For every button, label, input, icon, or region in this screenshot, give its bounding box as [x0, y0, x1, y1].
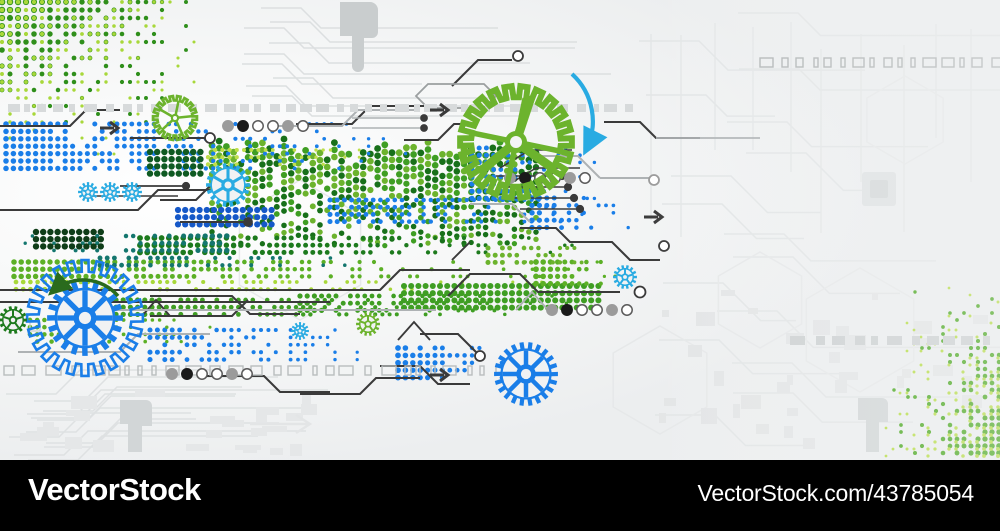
rotation-arc-group [48, 72, 608, 298]
circuit-node [474, 350, 486, 362]
circuit-trace [515, 290, 549, 311]
background-chip [143, 389, 165, 397]
cyan-gear-tiny-d [291, 322, 309, 340]
pixel-marker-row [8, 104, 633, 112]
circuit-trace [536, 155, 601, 179]
circuit-trace [18, 333, 210, 353]
circuit-trace [470, 203, 531, 223]
background-chip [71, 396, 97, 409]
circuit-trace [397, 320, 431, 341]
background-chip [186, 444, 209, 451]
circuit-trace [380, 364, 470, 386]
background-chip [74, 411, 90, 421]
vectorstock-url: VectorStock.com/43785054 [697, 480, 975, 506]
arrow-top-center [430, 102, 451, 118]
blue-gear-lower-center [494, 342, 558, 406]
halftone-top-left-lime [0, 0, 196, 156]
background-chip [256, 407, 279, 415]
halftone-blue-low-left [147, 327, 359, 363]
halftone-blue-band-mid [327, 197, 584, 225]
background-chip [256, 412, 267, 423]
artwork-area [0, 0, 1000, 460]
halftone-blue-topleft [3, 121, 408, 172]
background-chip [290, 444, 302, 456]
circuit-trace [0, 108, 120, 128]
background-chip-silhouette [340, 2, 378, 72]
cyan-gear-tiny-c [122, 182, 142, 202]
cyan-gear-mid [206, 163, 250, 207]
background-chip [262, 426, 287, 432]
halftone-green-dark-block [146, 148, 204, 177]
arrow-bottom [430, 367, 451, 383]
background-chip [93, 440, 114, 452]
background-chip [302, 395, 311, 408]
circuit-trace [150, 299, 249, 318]
circuit-trace [300, 376, 420, 396]
cyan-gear-tiny-a [78, 182, 98, 202]
circuit-trace [520, 226, 660, 262]
vectorstock-logo: VectorStock [28, 472, 201, 507]
circuit-node [569, 193, 579, 203]
large-green-gear [457, 82, 575, 202]
halftone-green-top-right [485, 245, 584, 265]
circuit-node [575, 204, 585, 214]
green-gear-small-left [0, 306, 27, 334]
background-chip [235, 445, 261, 450]
cyan-gear-small-right [613, 265, 637, 289]
halftone-green-dark-block-b [32, 228, 105, 250]
circuit-node [181, 181, 191, 191]
circuit-trace [150, 294, 300, 316]
halftone-lime-upper [205, 147, 361, 167]
arrow-top-left [100, 120, 121, 136]
circuit-node [420, 124, 428, 132]
circuit-trace [451, 58, 512, 87]
circuit-trace [447, 272, 620, 297]
circuit-node [243, 217, 253, 227]
circuit-trace [451, 241, 471, 261]
gear-group [0, 82, 637, 406]
background-chip [251, 428, 267, 436]
green-gear-small-center [356, 312, 380, 336]
status-dot-markers-low [546, 304, 633, 316]
halftone-row-teal [23, 233, 230, 254]
circuit-trace [0, 268, 470, 292]
background-chip [270, 448, 283, 455]
cyan-rotation-arc [570, 72, 608, 156]
background-chip [210, 416, 235, 424]
background-chip [43, 422, 54, 434]
large-green-gear-spokes [476, 94, 558, 177]
circuit-trace [420, 332, 477, 353]
background-chip [20, 433, 47, 441]
background-chip [286, 413, 303, 421]
large-blue-gear-outline [25, 258, 145, 378]
halftone-row-green-b [11, 259, 607, 280]
circuit-node [420, 114, 428, 122]
circuit-node [512, 50, 524, 62]
background-chip [66, 410, 81, 416]
status-dot-markers-bottom [166, 368, 253, 380]
halftone-blue-right [529, 195, 630, 231]
halftone-blue-deep-row [174, 206, 275, 228]
cyan-gear-tiny-b [100, 182, 120, 202]
status-dot-markers-top [222, 120, 309, 132]
halftone-row-teal-b [97, 255, 347, 268]
circuit-trace [0, 188, 246, 212]
circuit-node [204, 132, 216, 144]
faint-arrow [250, 413, 313, 435]
background-chip-silhouette [120, 400, 152, 452]
green-rotation-arc [48, 271, 120, 298]
circuit-node [563, 182, 573, 192]
background-chip [206, 430, 222, 438]
right-fade-overlay [640, 0, 1000, 460]
background-chip [65, 437, 82, 449]
background-chip [301, 404, 317, 415]
footer-bar [0, 460, 1000, 531]
blue-gear-solid [47, 280, 123, 356]
green-gear-top-left [151, 94, 199, 142]
